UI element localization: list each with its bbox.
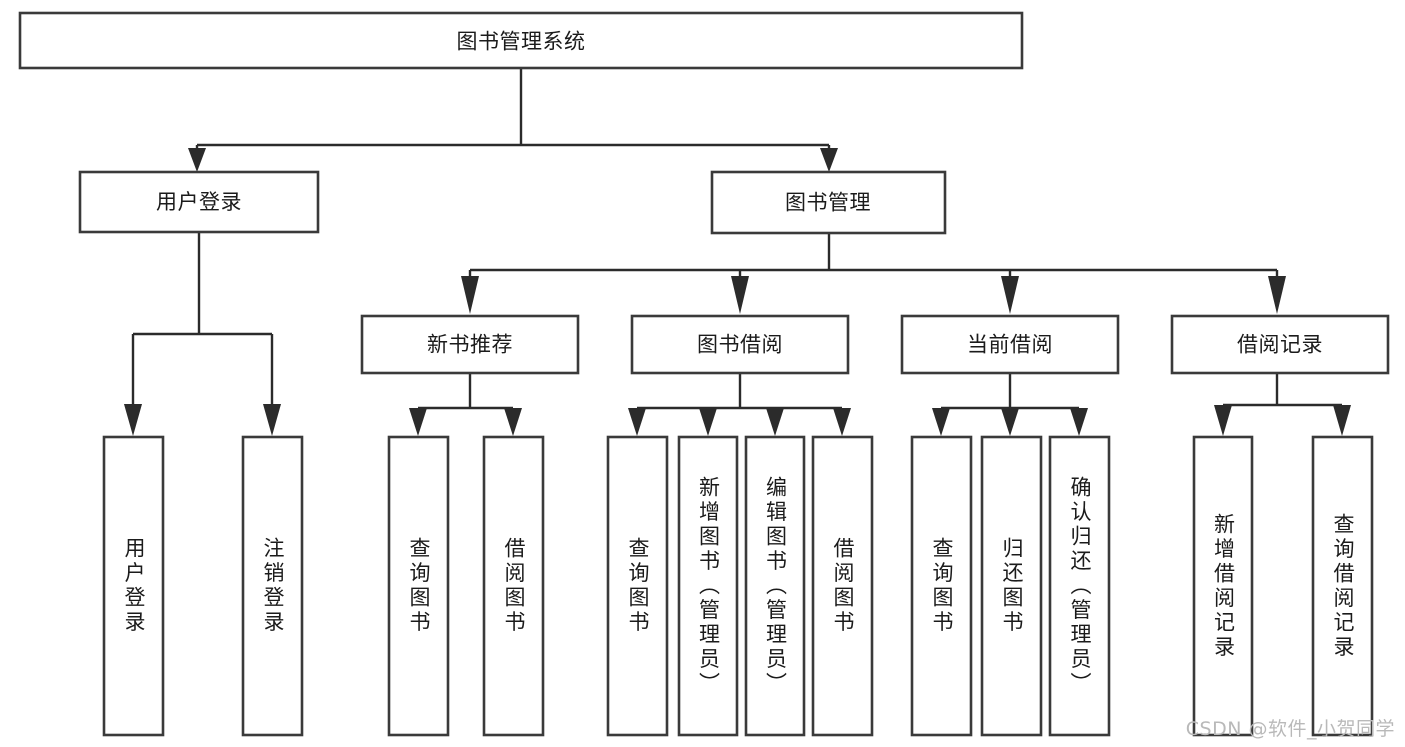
arrow-to-leaf-borrow-book-1 bbox=[504, 408, 522, 436]
node-user-login-label: 用户登录 bbox=[156, 190, 242, 214]
node-leaf-query-record-box[interactable] bbox=[1311, 435, 1374, 737]
connector-group-user-login bbox=[124, 232, 281, 436]
node-leaf-add-book-box[interactable] bbox=[677, 435, 739, 737]
node-borrow-record[interactable]: 借阅记录 bbox=[1170, 314, 1390, 375]
node-book-manage-label: 图书管理 bbox=[785, 191, 871, 215]
node-leaf-edit-book-box[interactable] bbox=[744, 435, 806, 737]
node-leaf-query-book-3-box[interactable] bbox=[910, 435, 973, 737]
node-book-borrow-box[interactable] bbox=[630, 314, 850, 375]
node-leaf-logout-box[interactable] bbox=[241, 435, 304, 737]
node-leaf-borrow-book-1-box[interactable] bbox=[482, 435, 545, 737]
node-root-label: 图书管理系统 bbox=[457, 30, 586, 54]
arrow-root-to-book-manage bbox=[820, 148, 838, 172]
connector-group-book-manage bbox=[461, 233, 1286, 314]
node-user-login-box[interactable] bbox=[78, 170, 320, 234]
arrow-to-book-borrow bbox=[731, 276, 749, 314]
connector-group-current-borrow bbox=[932, 373, 1088, 436]
arrow-to-borrow-record bbox=[1268, 276, 1286, 314]
connector-group-borrow-record bbox=[1214, 373, 1351, 436]
node-book-borrow[interactable]: 图书借阅 bbox=[630, 314, 850, 375]
leaf-boxes bbox=[102, 435, 1374, 737]
node-leaf-user-login-box[interactable] bbox=[102, 435, 165, 737]
node-book-borrow-label: 图书借阅 bbox=[697, 333, 783, 357]
arrow-to-leaf-return-book bbox=[1001, 408, 1019, 436]
node-current-borrow[interactable]: 当前借阅 bbox=[900, 314, 1120, 375]
node-current-borrow-label: 当前借阅 bbox=[967, 333, 1053, 357]
arrow-root-to-user-login bbox=[188, 148, 206, 172]
arrow-to-leaf-query-book-1 bbox=[409, 408, 427, 436]
node-borrow-record-box[interactable] bbox=[1170, 314, 1390, 375]
node-leaf-query-book-1-box[interactable] bbox=[387, 435, 450, 737]
connector-group-new-book-rec bbox=[409, 373, 522, 436]
node-leaf-query-book-2-box[interactable] bbox=[606, 435, 669, 737]
connector-group-root bbox=[188, 68, 838, 172]
node-new-book-rec[interactable]: 新书推荐 bbox=[360, 314, 580, 375]
node-leaf-borrow-book-2-box[interactable] bbox=[811, 435, 874, 737]
node-leaf-add-record-box[interactable] bbox=[1192, 435, 1254, 737]
node-book-manage-box[interactable] bbox=[710, 170, 947, 235]
arrow-to-new-book-rec bbox=[461, 276, 479, 314]
node-user-login[interactable]: 用户登录 bbox=[78, 170, 320, 234]
node-leaf-confirm-return-box[interactable] bbox=[1048, 435, 1111, 737]
node-leaf-return-book-box[interactable] bbox=[980, 435, 1043, 737]
node-root-box[interactable] bbox=[18, 11, 1024, 70]
arrow-to-leaf-borrow-book-2 bbox=[833, 408, 851, 436]
node-current-borrow-box[interactable] bbox=[900, 314, 1120, 375]
arrow-to-leaf-query-book-3 bbox=[932, 408, 950, 436]
arrow-to-leaf-add-record bbox=[1214, 405, 1232, 436]
arrow-to-leaf-confirm-return bbox=[1070, 408, 1088, 436]
node-book-manage[interactable]: 图书管理 bbox=[710, 170, 947, 235]
node-root[interactable]: 图书管理系统 bbox=[18, 11, 1024, 70]
node-borrow-record-label: 借阅记录 bbox=[1237, 333, 1323, 357]
arrow-to-leaf-query-book-2 bbox=[628, 408, 646, 436]
arrow-to-current-borrow bbox=[1001, 276, 1019, 314]
arrow-to-leaf-query-record bbox=[1333, 405, 1351, 436]
arrow-to-leaf-logout bbox=[263, 404, 281, 436]
node-new-book-rec-box[interactable] bbox=[360, 314, 580, 375]
arrow-to-leaf-user-login bbox=[124, 404, 142, 436]
node-new-book-rec-label: 新书推荐 bbox=[427, 333, 513, 357]
arrow-to-leaf-edit-book bbox=[766, 408, 784, 436]
connector-group-book-borrow bbox=[628, 373, 851, 436]
arrow-to-leaf-add-book bbox=[699, 408, 717, 436]
